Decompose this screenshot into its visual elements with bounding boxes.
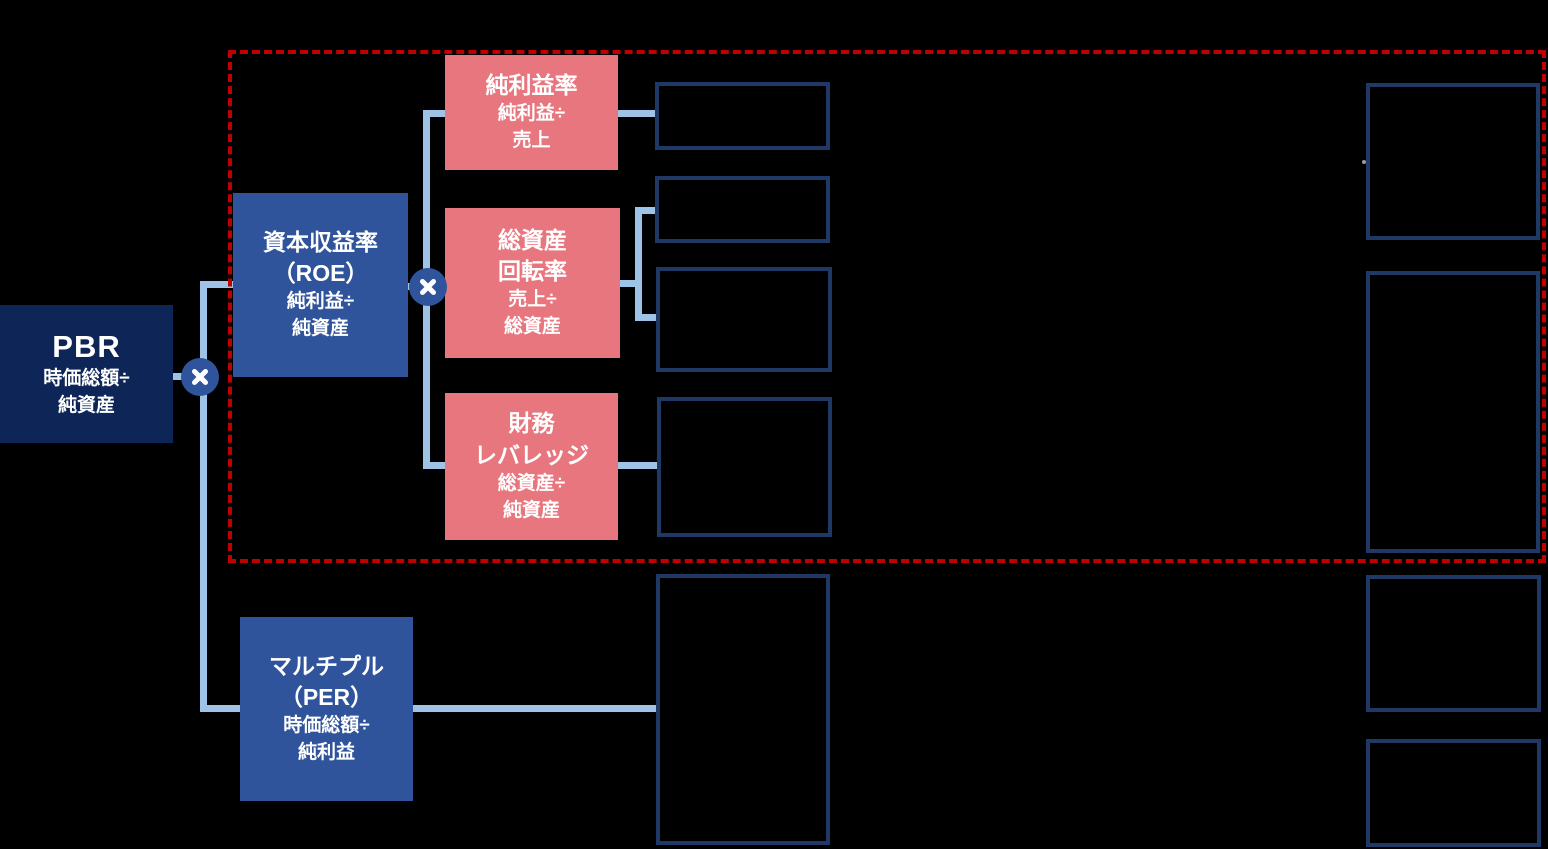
total-asset-turnover-title-line2: 回転率 [498,258,567,285]
multiply-icon [420,279,436,295]
stray-mark [1362,160,1366,164]
empty-box-right-2 [1366,271,1540,553]
per-formula-line1: 時価総額÷ [283,715,370,737]
empty-box-per [656,574,830,845]
per-title-line1: マルチプル [269,652,384,679]
connector-per [203,705,657,712]
connector-main-trunk [200,281,207,712]
empty-box-right-1 [1366,83,1540,240]
net-profit-margin-box: 純利益率 純利益÷ 売上 [445,55,618,170]
roe-formula-line2: 純資産 [291,318,349,340]
financial-leverage-title-line2: レバレッジ [474,441,589,468]
roe-title-line2: （ROE） [272,260,369,287]
multiply-operator-roe [409,268,447,306]
connector-turnover-branch-top [640,207,656,214]
total-asset-turnover-formula-line1: 売上÷ [508,289,557,311]
pbr-formula-line1: 時価総額÷ [43,368,130,390]
connector-roe-left [205,281,233,288]
pbr-title: PBR [52,328,121,364]
empty-box-turnover-top [655,176,830,243]
net-profit-margin-formula-line1: 純利益÷ [497,103,566,125]
empty-box-turnover-bottom [656,267,832,372]
empty-box-net-profit-margin [655,82,830,150]
empty-box-financial-leverage [657,397,832,537]
per-box: マルチプル （PER） 時価総額÷ 純利益 [240,617,413,801]
total-asset-turnover-box: 総資産 回転率 売上÷ 総資産 [445,208,620,358]
financial-leverage-box: 財務 レバレッジ 総資産÷ 純資産 [445,393,618,540]
multiply-operator-pbr [181,358,219,396]
financial-leverage-formula-line1: 総資産÷ [497,472,566,494]
net-profit-margin-title: 純利益率 [485,72,578,98]
financial-leverage-title-line1: 財務 [508,410,555,437]
pbr-box: PBR 時価総額÷ 純資産 [0,305,173,443]
financial-leverage-formula-line2: 純資産 [502,499,560,521]
total-asset-turnover-formula-line2: 総資産 [503,316,561,338]
connector-turnover-bracket [635,207,642,321]
per-title-line2: （PER） [279,684,374,711]
net-profit-margin-formula-line2: 売上 [512,130,551,152]
roe-formula-line1: 純利益÷ [286,291,355,313]
multiply-icon [192,369,208,385]
pbr-formula-line2: 純資産 [57,395,115,417]
connector-turnover-branch-bottom [640,314,658,321]
roe-box: 資本収益率 （ROE） 純利益÷ 純資産 [233,193,408,377]
total-asset-turnover-title-line1: 総資産 [498,226,567,253]
empty-box-right-3 [1366,575,1541,712]
empty-box-right-4 [1366,739,1541,847]
roe-highlight-frame [228,50,1546,563]
connector-turnover-stem [620,280,642,287]
per-formula-line2: 純利益 [297,742,355,764]
roe-title-line1: 資本収益率 [263,228,378,255]
